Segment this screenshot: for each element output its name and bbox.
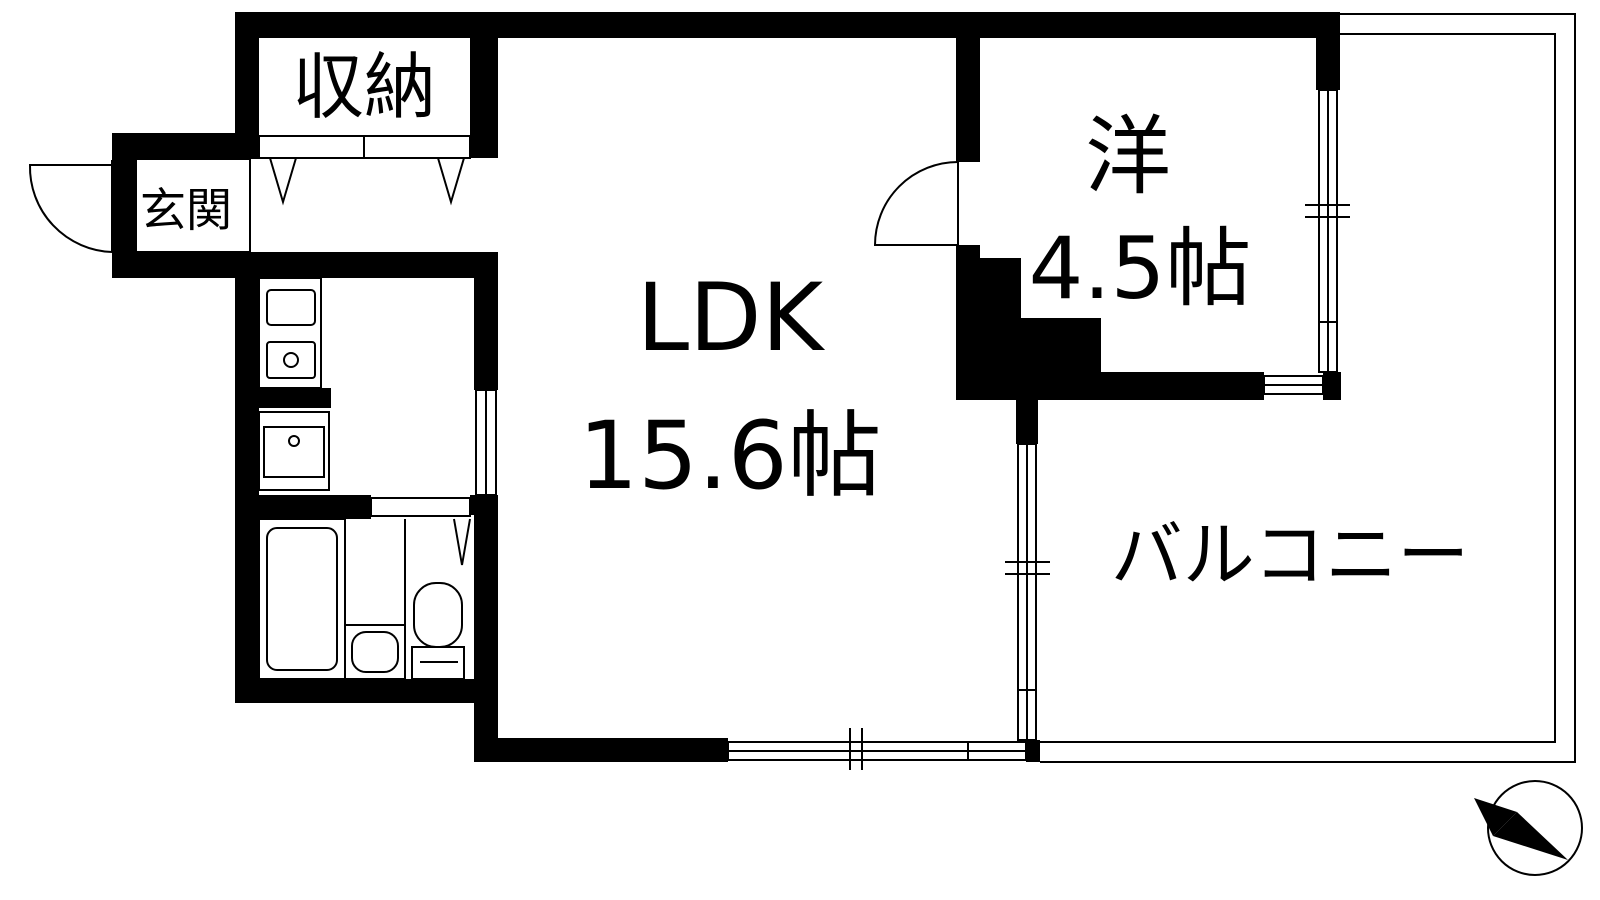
western-room-size-label: 4.5帖 <box>1029 219 1252 319</box>
western-room-name-label: 洋 <box>1085 107 1171 207</box>
kitchen-opening <box>475 389 497 496</box>
balcony-label: バルコニー <box>1111 513 1470 597</box>
window-western-south <box>1263 375 1324 395</box>
entrance-label: 玄関 <box>140 183 232 237</box>
washbasin <box>344 519 406 680</box>
kitchen-counter <box>258 277 322 389</box>
window-western-east <box>1305 89 1350 373</box>
washing-machine-pan <box>258 411 330 491</box>
window-ldk-south <box>727 728 1027 770</box>
ldk-size-label: 15.6帖 <box>578 402 881 511</box>
walls <box>112 12 1341 762</box>
north-arrow-icon <box>1474 780 1583 876</box>
storage-label: 収納 <box>292 45 436 129</box>
window-ldk-east <box>1005 443 1050 741</box>
washroom-door[interactable] <box>370 497 471 566</box>
bathtub <box>258 518 346 680</box>
toilet <box>404 519 465 680</box>
ldk-name-label: LDK <box>637 264 826 373</box>
western-room-door[interactable] <box>873 161 959 246</box>
entrance-door[interactable] <box>28 158 251 253</box>
balcony-outline <box>1040 13 1576 763</box>
storage-folding-doors[interactable] <box>258 135 471 206</box>
